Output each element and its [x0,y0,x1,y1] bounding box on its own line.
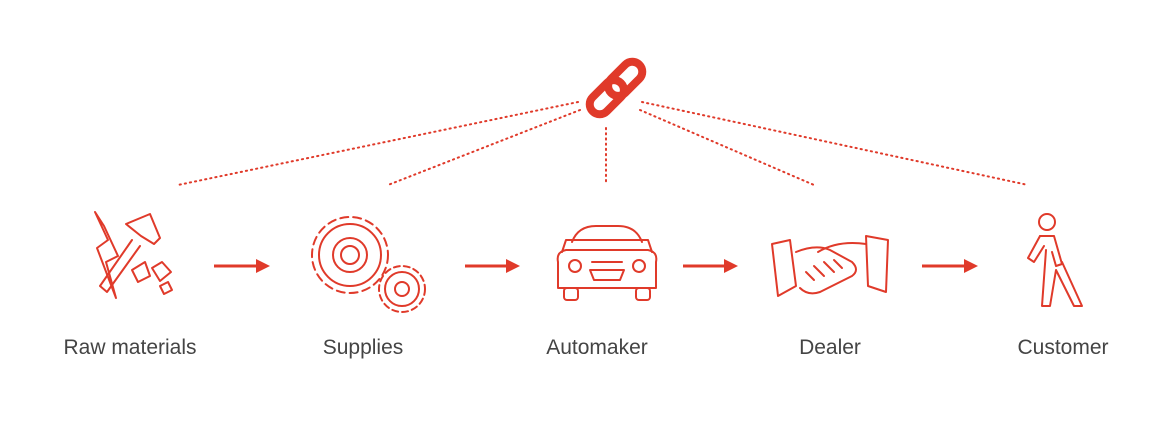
arrow-4 [922,259,978,273]
flow-arrows [214,259,978,273]
stage-label-customer: Customer [1017,336,1109,359]
arrow-3 [683,259,738,273]
chain-link-icon [585,57,647,119]
connector-supplies [387,109,581,186]
walking-person-icon [1027,213,1083,307]
handshake-icon [771,235,889,297]
stage-label-dealer: Dealer [799,336,861,359]
stage-label-raw-materials: Raw materials [63,336,197,359]
connector-raw-materials [177,101,579,186]
stage-label-automaker: Automaker [546,336,648,359]
stage-label-supplies: Supplies [322,336,404,359]
connector-dealer [639,109,815,186]
arrow-1 [214,259,270,273]
gears-icon [311,216,426,313]
connector-customer [641,101,1029,186]
connector-lines [177,101,1029,186]
car-icon [556,225,658,301]
arrow-2 [465,259,520,273]
rock-hammer-icon [94,211,173,299]
